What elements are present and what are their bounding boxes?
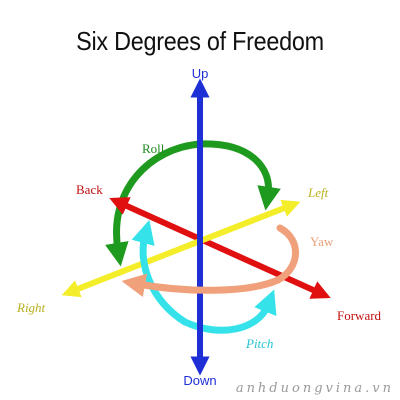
- pitch-arrow: [131, 219, 277, 334]
- back-label: Back: [76, 182, 103, 197]
- left-label: Left: [307, 185, 329, 200]
- watermark: anhduongvina.vn: [235, 381, 394, 396]
- roll-label: Roll: [142, 141, 165, 156]
- up-label: Up: [192, 66, 209, 81]
- yaw-arrow: [121, 224, 299, 297]
- down-label: Down: [183, 373, 216, 388]
- right-label: Right: [16, 300, 46, 315]
- page-title: Six Degrees of Freedom: [76, 26, 324, 56]
- forward-label: Forward: [337, 308, 382, 323]
- pitch-label: Pitch: [245, 336, 273, 351]
- yaw-label: Yaw: [310, 234, 334, 249]
- left-right-axis: [61, 199, 301, 298]
